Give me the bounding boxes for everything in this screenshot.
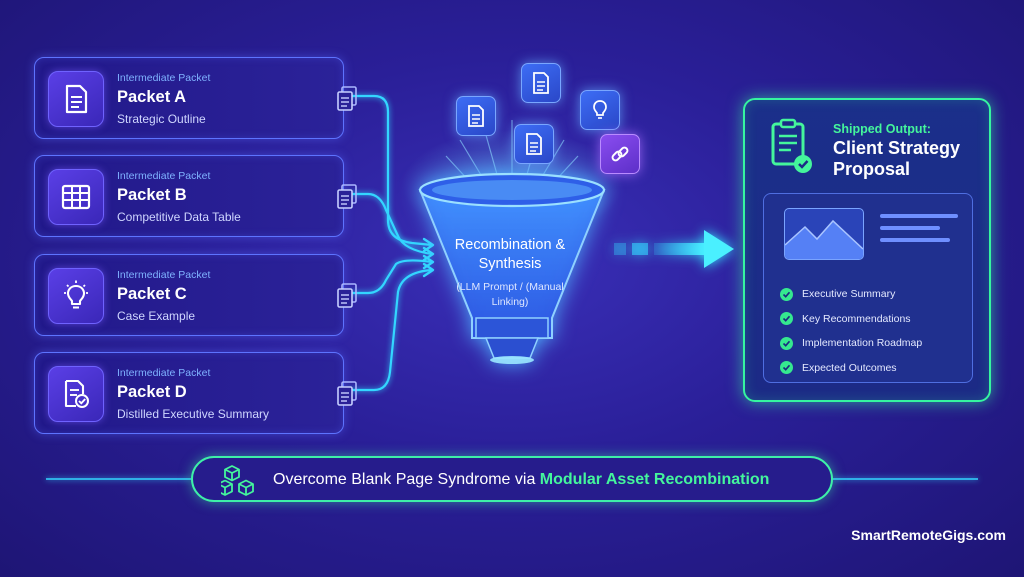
floating-document-icon [514,124,554,164]
connector-packet-a [344,94,434,247]
stacked-pages-icon [335,380,359,413]
packet-name: Packet D [117,383,187,401]
checklist-item: Executive Summary [780,282,922,307]
checklist-item: Implementation Roadmap [780,331,922,356]
packet-kicker: Intermediate Packet [117,367,211,379]
connector-arrowheads [422,237,435,278]
output-title: Client Strategy Proposal [833,138,961,179]
document-icon [48,71,104,127]
output-card: Shipped Output: Client Strategy Proposal… [743,98,991,402]
checklist: Executive Summary Key Recommendations Im… [780,282,922,380]
packet-kicker: Intermediate Packet [117,269,211,281]
floating-lightbulb-icon [580,90,620,130]
stacked-pages-icon [335,282,359,315]
text-line-placeholder [880,238,950,242]
packet-card-c: Intermediate Packet Packet C Case Exampl… [34,254,357,336]
stacked-pages-icon [335,183,359,216]
output-arrow [614,230,734,268]
floating-document-icon [521,63,561,103]
tagline-main: Overcome Blank Page Syndrome via [273,471,536,488]
connector-packet-b [344,192,434,256]
checklist-label: Key Recommendations [802,312,911,325]
check-icon [780,361,793,375]
funnel-title: Recombination & Synthesis [454,237,566,272]
connector-lines [344,94,434,392]
mountain-chart-icon [784,208,864,260]
packet-kicker: Intermediate Packet [117,72,211,84]
funnel-subtitle: (LLM Prompt / (Manual Linking) [456,281,564,308]
tagline-accent: Modular Asset Recombination [539,471,770,488]
packet-card-a: Intermediate Packet Packet A Strategic O… [34,57,357,139]
output-kicker: Shipped Output: [833,122,931,136]
connector-packet-c [344,259,434,295]
packet-card-b: Intermediate Packet Packet B Competitive… [34,155,357,237]
packet-name: Packet B [117,186,187,204]
check-icon [780,312,793,326]
packet-description: Distilled Executive Summary [117,407,270,421]
tagline-text: Overcome Blank Page Syndrome via Modular… [273,471,769,489]
connector-packet-d [344,268,434,392]
floating-link-icon [600,134,640,174]
stacked-pages-icon [335,85,359,118]
stacked-cubes-icon [217,464,257,501]
packet-kicker: Intermediate Packet [117,170,211,182]
checklist-item: Expected Outcomes [780,356,922,381]
brand-watermark: SmartRemoteGigs.com [851,527,1006,543]
table-icon [48,169,104,225]
checklist-label: Implementation Roadmap [802,337,923,350]
funnel [418,172,606,364]
lightbulb-icon [48,268,104,324]
checked-document-icon [48,366,104,422]
packet-card-d: Intermediate Packet Packet D Distilled E… [34,352,357,434]
check-icon [780,336,793,350]
packet-description: Strategic Outline [117,112,206,126]
check-icon [780,287,793,301]
checklist-item: Key Recommendations [780,307,922,332]
packet-name: Packet C [117,285,187,303]
proposal-document-icon [765,118,817,183]
checklist-label: Expected Outcomes [802,361,897,374]
proposal-preview: Executive Summary Key Recommendations Im… [763,193,973,383]
text-line-placeholder [880,226,940,230]
text-line-placeholder [880,214,958,218]
packet-description: Case Example [117,309,196,323]
floating-document-icon [456,96,496,136]
tagline-banner: Overcome Blank Page Syndrome via Modular… [191,456,833,502]
packet-name: Packet A [117,88,187,106]
packet-description: Competitive Data Table [117,210,241,224]
checklist-label: Executive Summary [802,288,896,301]
